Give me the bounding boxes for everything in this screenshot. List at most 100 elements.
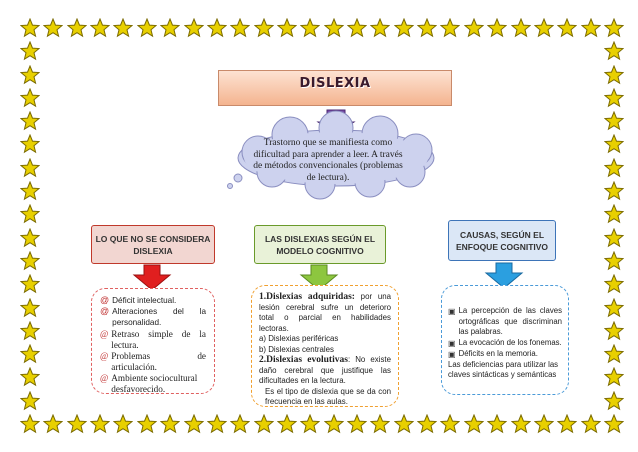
middle-item-1-text: por una lesión cerebral sufre un deterio…	[259, 292, 391, 333]
star-icon	[370, 414, 391, 434]
star-icon	[253, 414, 274, 434]
star-icon	[533, 18, 554, 38]
star-icon	[347, 414, 368, 434]
list-item: @ Ambiente sociocultural desfavorecido.	[100, 373, 206, 395]
right-item-2: La evocación de los fonemas.	[458, 337, 562, 347]
at-sign-icon: @	[100, 306, 110, 317]
star-icon	[580, 18, 601, 38]
middle-item-2-note: Es el tipo de dislexia que se da con fre…	[265, 386, 391, 407]
star-icon	[604, 134, 624, 154]
star-icon	[136, 414, 157, 434]
star-icon	[604, 111, 624, 131]
star-icon	[604, 204, 624, 224]
middle-content-box: 1.Dislexias adquiridas: por una lesión c…	[251, 285, 399, 407]
star-icon	[20, 181, 40, 201]
title-banner-body	[218, 70, 452, 106]
middle-item-1-title: 1.Dislexias adquiridas:	[259, 292, 355, 302]
left-list: @ Déficit intelectual. @ Alteraciones de…	[100, 295, 206, 395]
star-icon	[323, 18, 344, 38]
star-icon	[20, 367, 40, 387]
list-item: ▣ La evocación de los fonemas.	[448, 338, 562, 349]
star-icon	[230, 414, 251, 434]
title-banner: DISLEXIA	[210, 66, 460, 108]
star-icon	[604, 157, 624, 178]
star-icon	[43, 414, 64, 434]
star-icon	[463, 18, 484, 38]
star-icon	[66, 18, 87, 38]
middle-item-2-text: : No existe daño cerebral que justifique…	[259, 355, 392, 386]
star-icon	[66, 414, 87, 434]
right-header: CAUSAS, SEGÚN EL ENFOQUE COGNITIVO	[448, 220, 556, 261]
list-item: ▣ La percepción de las claves ortográfic…	[448, 306, 562, 338]
star-icon	[604, 64, 624, 84]
star-icon	[113, 414, 134, 434]
star-icon	[90, 18, 111, 38]
star-icon	[276, 18, 297, 38]
star-icon	[604, 181, 624, 201]
star-icon	[604, 41, 624, 61]
right-content-box: ▣ La percepción de las claves ortográfic…	[441, 285, 569, 395]
at-sign-icon: @	[100, 350, 109, 361]
middle-header-text: LAS DISLEXIAS SEGÚN EL MODELO COGNITIVO	[264, 233, 376, 256]
star-icon	[604, 320, 624, 341]
star-icon	[580, 414, 601, 434]
star-icon	[183, 18, 204, 38]
page-title: DISLEXIA	[299, 76, 371, 91]
star-icon	[160, 414, 181, 434]
definition-cloud	[227, 110, 435, 200]
right-note: Las deficiencias para utilizar las clave…	[448, 359, 559, 380]
star-icon	[300, 18, 321, 38]
star-icon	[557, 18, 578, 38]
star-icon	[557, 414, 578, 434]
star-icon	[20, 320, 40, 341]
star-icon	[604, 367, 624, 387]
star-icon	[206, 18, 227, 38]
star-icon	[487, 414, 508, 434]
left-down-arrow	[132, 264, 172, 291]
star-icon	[20, 87, 40, 108]
star-icon	[533, 414, 554, 434]
list-item: @ Problemas de articulación.	[100, 351, 206, 373]
star-icon	[20, 250, 40, 271]
star-icon	[463, 414, 484, 434]
star-icon	[253, 18, 274, 38]
star-icon	[90, 414, 111, 434]
star-icon	[604, 344, 624, 364]
star-icon	[20, 41, 40, 61]
star-icon	[370, 18, 391, 38]
definition-text: Trastorno que se manifiesta como dificul…	[253, 138, 403, 183]
star-icon	[323, 414, 344, 434]
at-sign-icon: @	[100, 328, 109, 339]
list-item: @ Déficit intelectual.	[100, 295, 206, 306]
star-icon	[510, 18, 531, 38]
left-item-3: Retraso simple de la lectura.	[111, 328, 206, 350]
star-icon	[440, 414, 461, 434]
star-icon	[604, 297, 624, 317]
star-icon	[347, 18, 368, 38]
star-icon	[43, 18, 64, 38]
list-item: @ Retraso simple de la lectura.	[100, 329, 206, 351]
star-icon	[20, 64, 40, 84]
checkbox-icon: ▣	[448, 338, 456, 348]
checkbox-icon: ▣	[448, 349, 456, 359]
star-icon	[20, 18, 40, 38]
star-icon	[20, 111, 40, 131]
at-sign-icon: @	[100, 372, 109, 383]
star-icon	[20, 134, 40, 154]
left-item-1: Déficit intelectual.	[112, 296, 177, 305]
star-icon	[393, 414, 414, 434]
star-icon	[604, 227, 624, 247]
star-icon	[20, 414, 40, 434]
star-icon	[417, 414, 438, 434]
star-icon	[276, 414, 297, 434]
star-icon	[300, 414, 321, 434]
star-icon	[20, 297, 40, 317]
star-icon	[604, 274, 624, 294]
list-item: @ Alteraciones del la personalidad.	[100, 306, 206, 328]
middle-down-arrow	[299, 264, 339, 291]
star-icon	[206, 414, 227, 434]
right-down-arrow	[484, 262, 524, 289]
left-content-box: @ Déficit intelectual. @ Alteraciones de…	[91, 288, 215, 394]
middle-item-1: 1.Dislexias adquiridas: por una lesión c…	[259, 292, 391, 334]
